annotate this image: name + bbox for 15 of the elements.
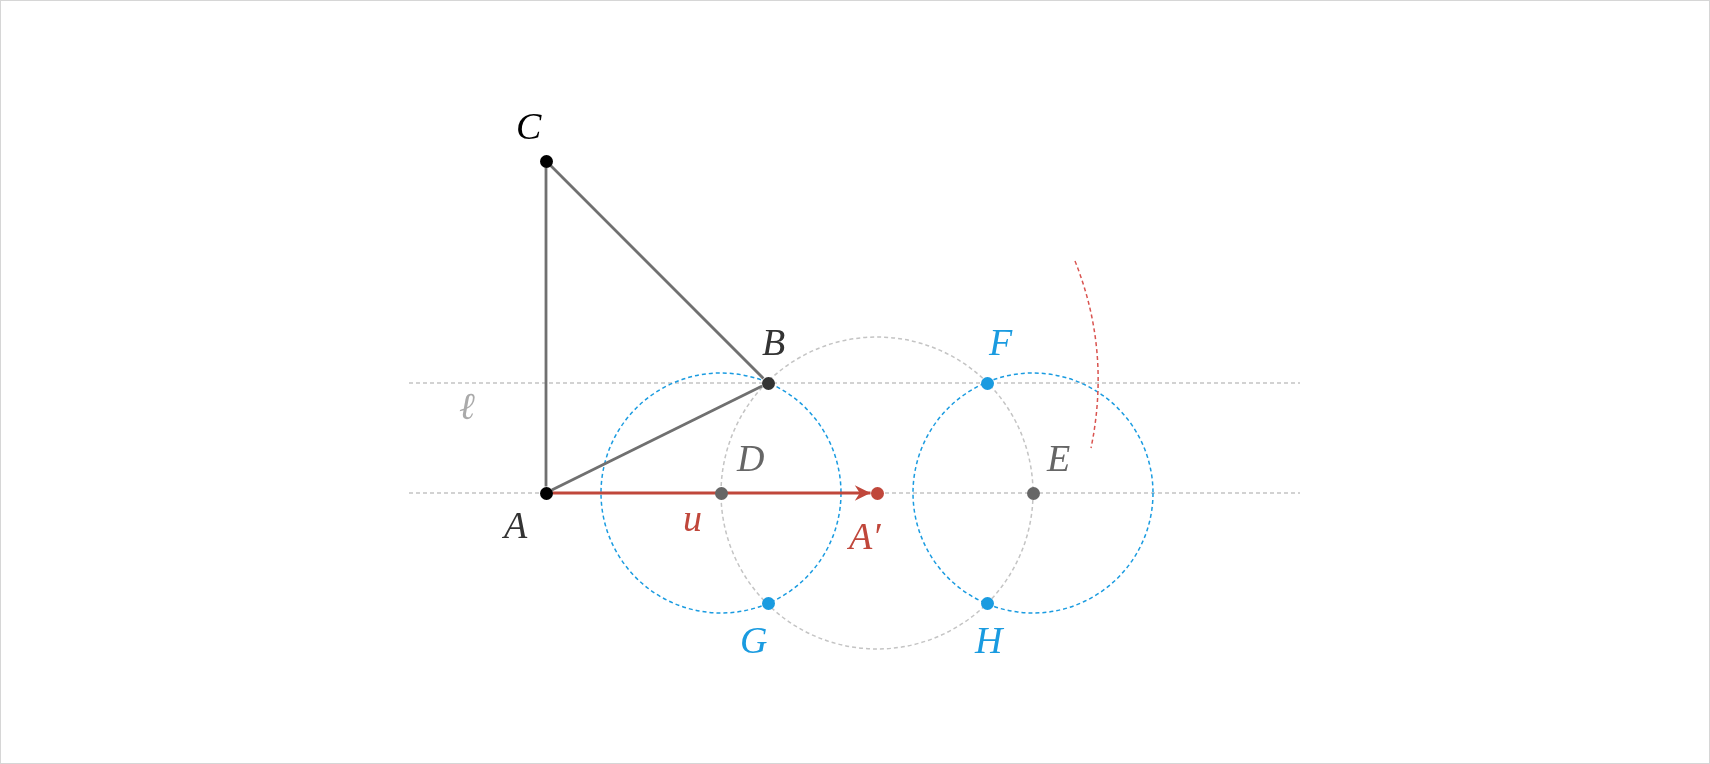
point-label: C <box>516 107 542 145</box>
line-segment <box>549 164 765 380</box>
point-label: A <box>504 506 528 544</box>
point-label: F <box>989 323 1013 361</box>
point-label: B <box>762 323 786 361</box>
edge-label: u <box>683 499 702 537</box>
vector-arrow <box>552 485 871 501</box>
point-label: A′ <box>849 517 881 555</box>
point-label: G <box>740 621 768 659</box>
point-label: E <box>1047 439 1071 477</box>
point-label: H <box>975 621 1003 659</box>
line-segment <box>544 167 548 487</box>
line-name: ℓ <box>459 387 475 425</box>
point-label: D <box>737 439 765 477</box>
line-segment <box>551 384 763 492</box>
